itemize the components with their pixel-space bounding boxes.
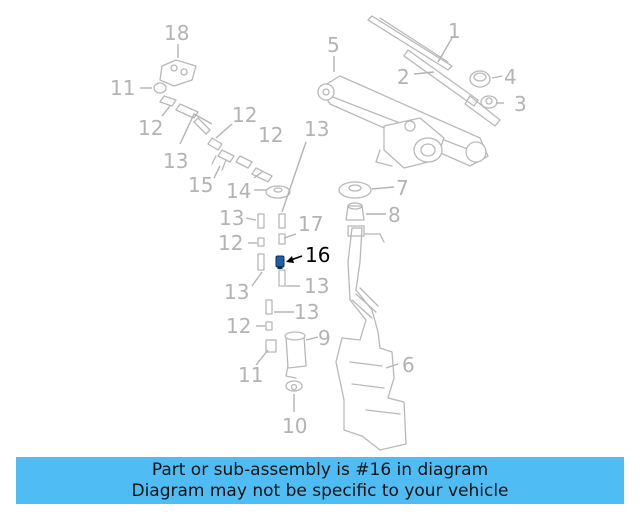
hose-assembly-part (159, 95, 291, 353)
callout-13-e: 13 (304, 274, 329, 298)
callout-12-e: 12 (226, 314, 251, 338)
callout-6: 6 (402, 353, 415, 377)
callout-11-top: 11 (110, 76, 135, 100)
washer-reservoir-part (335, 225, 407, 451)
callout-2: 2 (397, 65, 410, 89)
connector-part-11a (153, 82, 167, 94)
banner-line-disclaimer: Diagram may not be specific to your vehi… (131, 480, 509, 501)
callout-12-a: 12 (138, 116, 163, 140)
callout-15: 15 (188, 173, 213, 197)
nut-part-3 (480, 95, 498, 109)
cap-part-4 (469, 70, 491, 88)
callout-3: 3 (514, 92, 527, 116)
leader-lines (140, 37, 504, 412)
callout-13-b: 13 (304, 117, 329, 141)
callout-10: 10 (282, 414, 307, 438)
callout-18: 18 (164, 21, 189, 45)
seal-part-8 (345, 202, 365, 221)
wiper-blade-part (367, 15, 453, 71)
info-banner: Part or sub-assembly is #16 in diagram D… (16, 457, 624, 504)
callout-9: 9 (318, 326, 331, 350)
callout-8: 8 (388, 203, 401, 227)
callout-12-b: 12 (232, 103, 257, 127)
callout-13-d: 13 (224, 280, 249, 304)
wiper-linkage-part (317, 75, 489, 169)
callout-12-c: 12 (258, 123, 283, 147)
callout-4: 4 (504, 65, 517, 89)
callout-11-bottom: 11 (238, 363, 263, 387)
washer-pump-part (284, 331, 307, 379)
callout-5: 5 (327, 33, 340, 57)
callout-13-a: 13 (163, 149, 188, 173)
callout-17: 17 (298, 212, 323, 236)
check-valve-part-16[interactable] (275, 255, 285, 269)
callout-12-d: 12 (218, 231, 243, 255)
callout-1: 1 (448, 19, 461, 43)
callout-7: 7 (396, 176, 409, 200)
callout-13-c: 13 (219, 206, 244, 230)
pump-seal-part (285, 380, 303, 392)
callout-16-highlighted: 16 (305, 243, 330, 267)
wiper-arm-part (403, 49, 501, 127)
callout-14: 14 (226, 179, 251, 203)
banner-line-part-number: Part or sub-assembly is #16 in diagram (151, 459, 489, 480)
callout-13-f: 13 (294, 300, 319, 324)
grommet-part-7 (338, 181, 372, 199)
washer-jet-part-18 (159, 59, 197, 87)
callout-labels: 1 2 3 4 5 6 7 8 9 10 11 11 12 12 12 12 1… (110, 19, 527, 438)
